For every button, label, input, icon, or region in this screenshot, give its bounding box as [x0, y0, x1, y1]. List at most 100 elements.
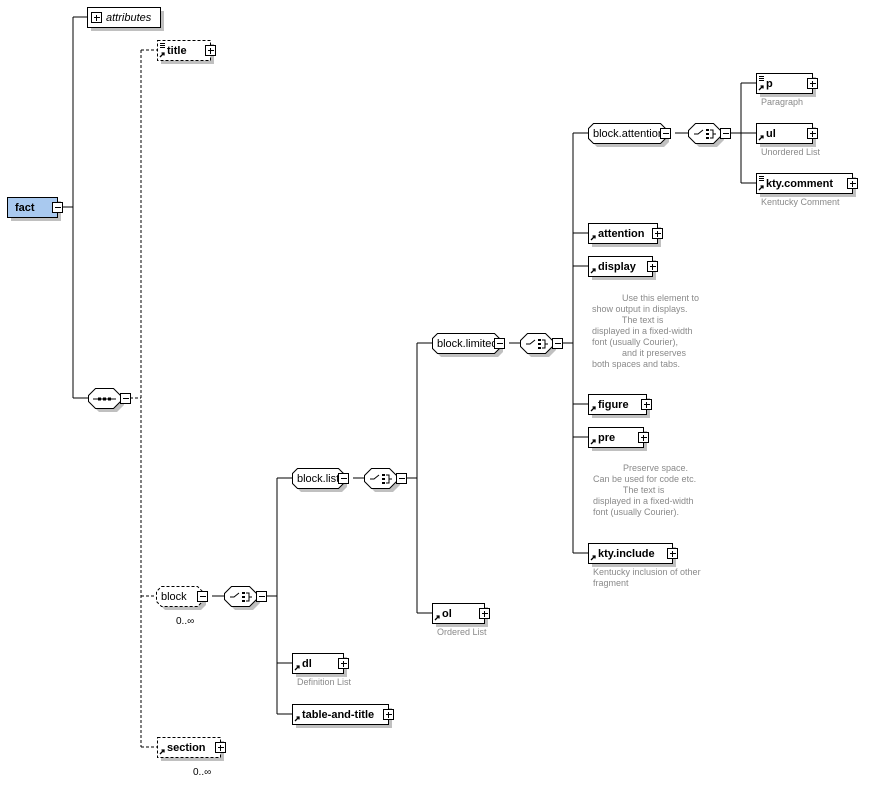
sequence-icon-dot: [103, 397, 106, 401]
choice-icon-dot: [706, 137, 709, 139]
documentation-text: Preserve space.: [593, 463, 688, 473]
element-ol[interactable]: ol: [432, 603, 490, 628]
element-table-and-title[interactable]: table-and-title: [292, 704, 394, 729]
element-block-limited[interactable]: block.limited: [432, 333, 505, 358]
documentation-text: The text is: [593, 485, 665, 495]
element-block-attention[interactable]: block.attention: [588, 123, 671, 148]
choice-icon-dot: [242, 600, 245, 602]
element-block[interactable]: block: [156, 586, 208, 611]
element-box: [756, 73, 813, 94]
group-box: [292, 468, 344, 489]
sequence-compositor[interactable]: [88, 388, 131, 413]
group-box: [588, 123, 666, 144]
choice-compositor[interactable]: [364, 468, 407, 493]
sequence-icon-dot: [108, 397, 111, 401]
choice-icon-dot: [242, 596, 245, 598]
reference-arrow-icon: [758, 185, 764, 191]
element-title[interactable]: title: [157, 40, 216, 65]
element-label: ol: [442, 608, 452, 620]
element-box: [432, 603, 485, 624]
documentation-text: font (usually Courier),: [592, 337, 678, 347]
choice-icon: [694, 129, 716, 139]
group-box: [432, 333, 500, 354]
element-kty-comment[interactable]: kty.comment: [756, 173, 858, 198]
element-label: table-and-title: [302, 709, 374, 721]
choice-icon-dot: [538, 347, 541, 349]
documentation-text: The text is: [592, 315, 664, 325]
element-label: dl: [302, 658, 312, 670]
element-block-list[interactable]: block.list: [292, 468, 349, 493]
element-label: block.attention: [593, 128, 664, 140]
reference-arrow-icon: [159, 52, 165, 58]
reference-arrow-icon: [294, 665, 300, 671]
choice-compositor[interactable]: [520, 333, 563, 358]
element-kty-include[interactable]: kty.include: [588, 543, 678, 568]
choice-compositor[interactable]: [688, 123, 731, 148]
element-dl[interactable]: dl: [292, 653, 349, 678]
element-root[interactable]: fact: [7, 197, 63, 222]
documentation-text: Unordered List: [761, 147, 821, 157]
group-box: [156, 586, 203, 607]
reference-arrow-icon: [590, 268, 596, 274]
choice-icon-dot: [706, 133, 709, 135]
element-box: [756, 123, 813, 144]
documentation-text: displayed in a fixed-width: [593, 496, 694, 506]
reference-arrow-icon: [159, 749, 165, 755]
element-label: section: [167, 742, 206, 754]
element-label: p: [766, 78, 773, 90]
element-label: figure: [598, 399, 629, 411]
documentation-text: Paragraph: [761, 97, 803, 107]
reference-arrow-icon: [758, 135, 764, 141]
documentation-text: Can be used for code etc.: [593, 474, 696, 484]
documentation-text: both spaces and tabs.: [592, 359, 680, 369]
element-label: ul: [766, 128, 776, 140]
reference-arrow-icon: [590, 439, 596, 445]
element-label: display: [598, 261, 637, 273]
documentation-text: and it preserves: [592, 348, 687, 358]
choice-icon-dot: [538, 343, 541, 345]
element-box: [588, 427, 644, 448]
occurrence-label: 0..∞: [176, 616, 194, 627]
occurrence-label: 0..∞: [193, 767, 211, 778]
choice-icon-dot: [242, 592, 245, 594]
reference-arrow-icon: [590, 235, 596, 241]
documentation-text: displayed in a fixed-width: [592, 326, 693, 336]
choice-icon-dot: [382, 474, 385, 476]
element-pre[interactable]: pre: [588, 427, 649, 452]
documentation-text: font (usually Courier).: [593, 507, 679, 517]
element-label: block: [161, 591, 187, 603]
choice-compositor[interactable]: [224, 586, 267, 611]
sequence-icon-dot: [98, 397, 101, 401]
element-label: fact: [15, 202, 35, 214]
element-label: attention: [598, 228, 645, 240]
documentation-text: Kentucky inclusion of other: [593, 567, 701, 577]
choice-icon: [230, 592, 252, 602]
element-label: kty.comment: [766, 178, 833, 190]
reference-arrow-icon: [590, 406, 596, 412]
choice-icon: [526, 339, 548, 349]
element-label: title: [167, 45, 187, 57]
element-label: block.list: [297, 473, 339, 485]
element-box: [87, 7, 161, 28]
reference-arrow-icon: [434, 615, 440, 621]
element-ul[interactable]: ul: [756, 123, 818, 148]
reference-arrow-icon: [294, 716, 300, 722]
documentation-text: Use this element to: [592, 293, 699, 303]
element-attention[interactable]: attention: [588, 223, 663, 248]
choice-icon-dot: [706, 129, 709, 131]
element-section[interactable]: section: [157, 737, 226, 762]
element-attributes[interactable]: attributes: [87, 7, 165, 32]
documentation-text: Definition List: [297, 677, 352, 687]
element-display[interactable]: display: [588, 256, 658, 281]
element-figure[interactable]: figure: [588, 394, 652, 419]
element-box: [292, 653, 344, 674]
element-p[interactable]: p: [756, 73, 818, 98]
reference-arrow-icon: [590, 555, 596, 561]
choice-icon-dot: [538, 339, 541, 341]
element-label: block.limited: [437, 338, 498, 350]
choice-icon-dot: [382, 478, 385, 480]
documentation-text: fragment: [593, 578, 629, 588]
element-label: kty.include: [598, 548, 655, 560]
element-label: pre: [598, 432, 615, 444]
